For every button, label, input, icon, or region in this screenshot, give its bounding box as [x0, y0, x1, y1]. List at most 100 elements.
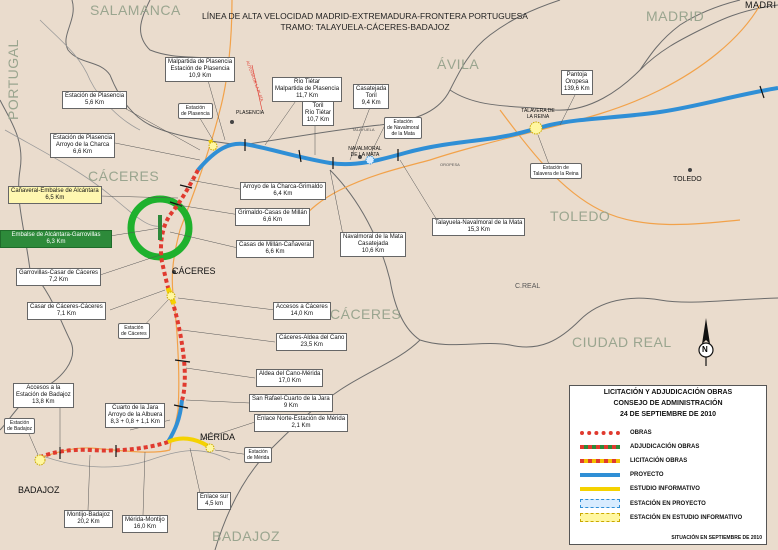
- station-badajoz-icon: [34, 454, 46, 466]
- city-talavera: TALAVERA DE LA REINA: [521, 108, 555, 120]
- legend-item-adjudicacion: ADJUDICACIÓN OBRAS: [570, 444, 699, 450]
- legend-item-estacion-estudio: ESTACIÓN EN ESTUDIO INFORMATIVO: [570, 513, 742, 522]
- legend-label: PROYECTO: [630, 472, 664, 478]
- section-line: Mérida-Montijo: [125, 517, 165, 523]
- section-line: 9,4 Km: [361, 100, 381, 106]
- section-line: Arroyo de la Albuera: [108, 412, 163, 418]
- legend-item-estudio: ESTUDIO INFORMATIVO: [570, 486, 700, 492]
- section-line: Grimaldo-Casas de Millán: [238, 210, 308, 216]
- station-line: de la Mata: [391, 131, 415, 137]
- leader: [142, 451, 146, 516]
- city-merida: MÉRIDA: [200, 432, 236, 442]
- section-line: Estación de Badajoz: [16, 392, 71, 398]
- station-caceres-icon: [166, 291, 176, 301]
- tick: [174, 359, 191, 363]
- leader: [109, 289, 166, 311]
- dot: [172, 270, 176, 274]
- legend-item-obras: OBRAS: [570, 430, 652, 436]
- legend-swatch: [580, 499, 620, 508]
- section-line: Estación de Plasencia: [53, 135, 113, 141]
- region-caceres-label: CÁCERES: [88, 168, 160, 184]
- section-line: 9 Km: [283, 403, 298, 409]
- city-oropesa: OROPESA: [440, 162, 460, 167]
- station-navalmoral-icon: [365, 155, 375, 165]
- station-line: de Badajoz: [7, 426, 33, 432]
- station-line: Estación: [124, 325, 144, 331]
- city-creal: C.REAL: [515, 283, 541, 290]
- road-toledo: [499, 109, 741, 226]
- section-line: 14,0 Km: [290, 311, 314, 317]
- legend-label: ESTACIÓN EN PROYECTO: [630, 500, 706, 507]
- section-line: 6,6 Km: [265, 249, 285, 255]
- section-line: 20,2 Km: [77, 519, 100, 525]
- line-estudio-merida: [167, 436, 210, 448]
- section-line: 11,7 Km: [296, 93, 318, 99]
- autovia-marker: [251, 64, 263, 111]
- section-line: 4,5 km: [205, 501, 224, 507]
- legend-label: ADJUDICACIÓN OBRAS: [630, 444, 700, 450]
- map-title-line1: LÍNEA DE ALTA VELOCIDAD MADRID-EXTREMADU…: [202, 11, 528, 21]
- section-line: 13,8 Km: [32, 399, 55, 405]
- map-title: LÍNEA DE ALTA VELOCIDAD MADRID-EXTREMADU…: [200, 11, 530, 33]
- leader: [87, 454, 91, 511]
- leader: [264, 94, 301, 146]
- leader: [185, 399, 251, 404]
- leader: [109, 227, 161, 237]
- section-line: Navalmoral de la Mata: [343, 234, 404, 240]
- section-line: 2,1 Km: [291, 423, 311, 429]
- leader: [169, 231, 239, 249]
- tick: [759, 85, 765, 99]
- section-line: Enlace sur: [200, 494, 229, 500]
- leader: [189, 179, 246, 191]
- legend-swatch: [580, 473, 620, 477]
- section-line: Enlace Norte-Estación de Mérida: [257, 416, 346, 422]
- city-talayuela: TALAYUELA: [352, 127, 375, 132]
- legend-label: ESTUDIO INFORMATIVO: [630, 486, 700, 492]
- section-line: Casas de Millán-Cañaveral: [239, 242, 312, 248]
- boundary-salamanca-caceres: [65, 0, 241, 146]
- city-dots: [172, 120, 692, 274]
- leader: [99, 254, 161, 276]
- section-line: Talayuela-Navalmoral de la Mata: [435, 220, 523, 226]
- leader: [199, 421, 256, 441]
- leader: [349, 101, 373, 161]
- tick: [179, 184, 193, 189]
- dot: [358, 155, 362, 159]
- dot: [688, 168, 692, 172]
- leader: [399, 159, 441, 226]
- section-line: Accesos a Cáceres: [276, 304, 328, 310]
- station-line: de Plasencia: [181, 111, 210, 117]
- legend-label: OBRAS: [630, 430, 652, 436]
- section-line: Cáceres-Aldea del Cano: [279, 335, 345, 341]
- road-a5: [299, 4, 761, 221]
- section-line: Toril: [312, 103, 324, 109]
- station-line: Estación de: [542, 165, 569, 171]
- section-line: 10,6 Km: [361, 248, 385, 254]
- stations: [34, 121, 543, 466]
- region-caceres-label-2: CÁCERES: [330, 306, 402, 322]
- section-line: 6,6 Km: [263, 217, 283, 223]
- leader: [185, 367, 256, 379]
- north-letter: N: [702, 345, 708, 354]
- leader: [189, 447, 201, 494]
- legend-header-1: LICITACIÓN Y ADJUDICACIÓN OBRAS: [603, 389, 733, 396]
- section-line: 10,7 Km: [306, 117, 330, 123]
- arrow-shape: [702, 318, 710, 344]
- rivers: [4, 19, 231, 468]
- region-portugal: PORTUGAL: [5, 39, 21, 120]
- leader: [177, 204, 241, 216]
- city-navalmoral: NAVALMORAL DE LA MATA: [348, 146, 382, 158]
- section-line: Embalse de Alcántara-Garrovillas: [11, 232, 101, 238]
